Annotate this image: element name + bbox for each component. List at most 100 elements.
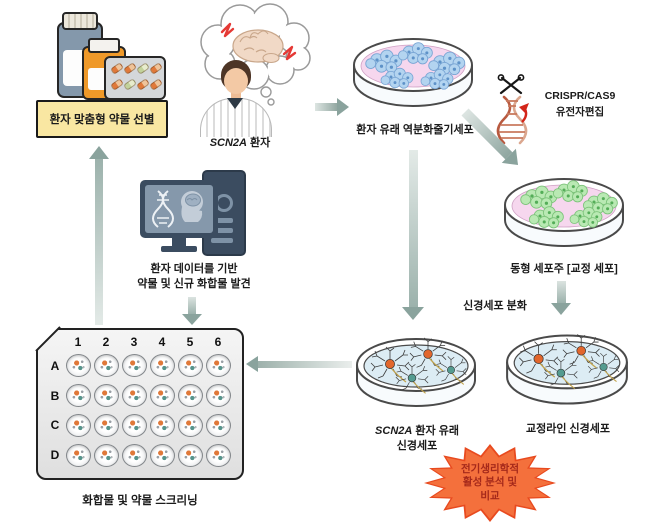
well-C5 bbox=[177, 413, 203, 437]
plate-row-A: A bbox=[50, 358, 60, 373]
pill-icon bbox=[110, 62, 124, 75]
well-circle bbox=[205, 443, 231, 467]
dna-brain-screen-icon bbox=[152, 190, 203, 228]
plate-col-6: 6 bbox=[214, 335, 222, 349]
gene-name: SCN2A bbox=[375, 425, 413, 437]
bottle-cap-icon bbox=[62, 12, 98, 30]
computer-icon bbox=[140, 166, 246, 256]
patient-face bbox=[224, 68, 248, 94]
monitor-stand bbox=[172, 238, 186, 246]
well-A2 bbox=[93, 354, 119, 378]
starburst-text: 전기생리학적 활성 분석 및 비교 bbox=[461, 463, 519, 502]
well-circle bbox=[121, 443, 147, 467]
well-B2 bbox=[93, 384, 119, 408]
well-circle bbox=[65, 443, 91, 467]
petri-dish-isogenic-icon bbox=[504, 178, 624, 247]
well-circle bbox=[93, 413, 119, 437]
well-A3 bbox=[121, 354, 147, 378]
well-circle bbox=[149, 354, 175, 378]
well-circle bbox=[177, 384, 203, 408]
pill-icon bbox=[136, 78, 150, 91]
patient-label: SCN2A 환자 bbox=[209, 137, 271, 149]
well-B1 bbox=[65, 384, 91, 408]
patient-icon bbox=[200, 58, 272, 137]
well-B3 bbox=[121, 384, 147, 408]
well-circle bbox=[205, 413, 231, 437]
arrow-left-icon bbox=[246, 356, 354, 372]
well-B4 bbox=[149, 384, 175, 408]
tower-slat bbox=[211, 228, 233, 233]
plate-col-4: 4 bbox=[158, 335, 166, 349]
well-D4 bbox=[149, 443, 175, 467]
well-circle bbox=[65, 384, 91, 408]
arrow-down-long-icon bbox=[402, 150, 424, 320]
monitor-base bbox=[161, 246, 197, 252]
plate-col-2: 2 bbox=[102, 335, 110, 349]
differentiation-label: 신경세포 분화 bbox=[463, 300, 527, 312]
well-circle bbox=[177, 354, 203, 378]
pill-icon bbox=[149, 62, 163, 75]
tower-slat bbox=[211, 218, 233, 223]
well-circle bbox=[65, 413, 91, 437]
plate-col-1: 1 bbox=[74, 335, 82, 349]
well-C6 bbox=[205, 413, 231, 437]
pill-icon bbox=[123, 62, 137, 75]
isogenic-label: 동형 세포주 [교정 세포] bbox=[510, 263, 618, 275]
plate-row-C: C bbox=[50, 418, 60, 433]
tower-slat bbox=[211, 238, 233, 243]
plate-col-3: 3 bbox=[130, 335, 138, 349]
patient-collar bbox=[227, 98, 243, 109]
gene-name: SCN2A bbox=[209, 137, 247, 149]
medicine-bottles-icon bbox=[50, 8, 166, 100]
well-A5 bbox=[177, 354, 203, 378]
seizure-zigzag-icon bbox=[220, 22, 297, 61]
brain-icon bbox=[232, 29, 284, 64]
well-B5 bbox=[177, 384, 203, 408]
plate-col-5: 5 bbox=[186, 335, 194, 349]
pill-icon bbox=[149, 78, 163, 91]
starburst-fill bbox=[428, 447, 552, 519]
well-circle bbox=[93, 443, 119, 467]
well-circle bbox=[121, 354, 147, 378]
petri-dish-corrected-neurons-icon bbox=[506, 333, 628, 405]
well-circle bbox=[149, 384, 175, 408]
well-circle bbox=[205, 384, 231, 408]
patient-neck bbox=[231, 91, 241, 100]
well-circle bbox=[93, 354, 119, 378]
well-circle bbox=[149, 413, 175, 437]
well-circle bbox=[177, 413, 203, 437]
well-A1 bbox=[65, 354, 91, 378]
pill-icon bbox=[110, 78, 124, 91]
discovery-label-line2: 약물 및 신규 화합물 발견 bbox=[137, 278, 251, 290]
well-C4 bbox=[149, 413, 175, 437]
dna-icon bbox=[496, 95, 529, 145]
crispr-title: CRISPR/CAS9 bbox=[544, 90, 616, 102]
well-C1 bbox=[65, 413, 91, 437]
discovery-label-line1: 환자 데이터를 기반 bbox=[150, 263, 238, 275]
starburst-badge: 전기생리학적 활성 분석 및 비교 bbox=[424, 444, 556, 522]
well-D1 bbox=[65, 443, 91, 467]
crispr-subtitle: 유전자편집 bbox=[555, 106, 605, 118]
arrow-down-computer-icon bbox=[182, 297, 202, 325]
thought-bubble-trail-icon bbox=[260, 86, 275, 106]
ipsc-label: 환자 유래 역분화줄기세포 bbox=[356, 124, 474, 136]
arrow-down-isogenic-icon bbox=[551, 281, 572, 315]
well-D5 bbox=[177, 443, 203, 467]
plate-row-B: B bbox=[50, 388, 60, 403]
well-circle bbox=[65, 354, 91, 378]
well-A6 bbox=[205, 354, 231, 378]
patient-neurons-label-line1: SCN2A 환자 유래 bbox=[375, 425, 459, 437]
bottle-cap-icon bbox=[88, 38, 120, 53]
petri-dish-patient-neurons-icon bbox=[356, 337, 476, 407]
well-circle bbox=[205, 354, 231, 378]
arrow-right-icon bbox=[315, 98, 349, 116]
well-C3 bbox=[121, 413, 147, 437]
drug-selection-box: 환자 맞춤형 약물 선별 bbox=[36, 100, 168, 138]
screening-label: 화합물 및 약물 스크리닝 bbox=[82, 495, 198, 507]
petri-dish-ipsc-icon bbox=[353, 38, 473, 107]
pill-blister-pack-icon bbox=[104, 56, 166, 100]
well-D3 bbox=[121, 443, 147, 467]
